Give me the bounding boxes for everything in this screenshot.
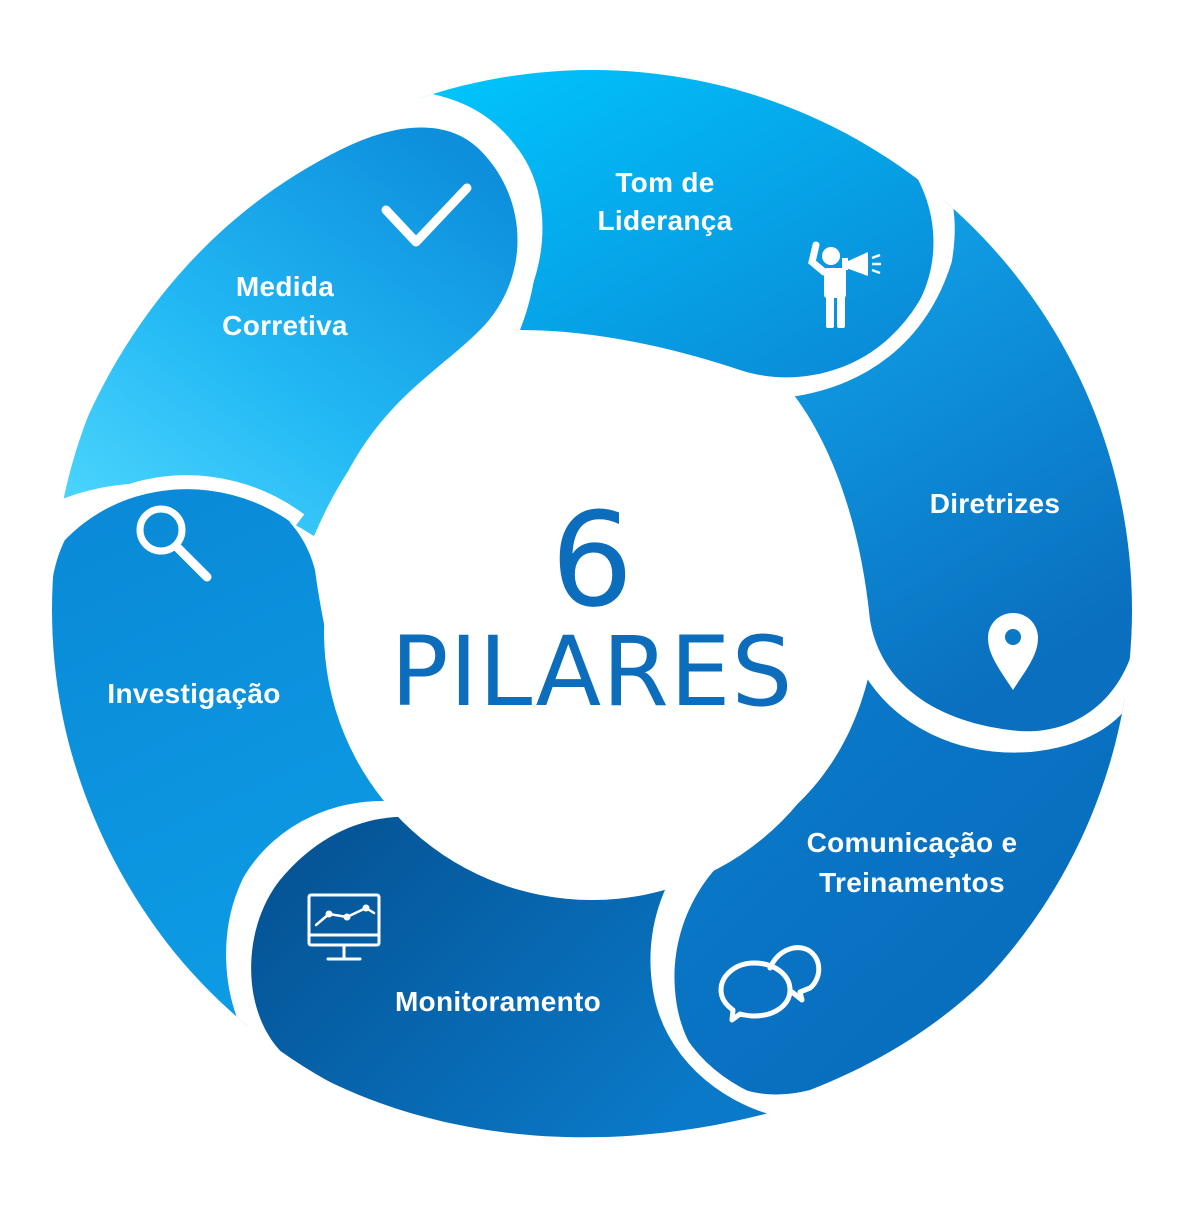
label-monitoramento: Monitoramento	[395, 986, 601, 1017]
label-tom-de-lideranca-line2: Liderança	[598, 205, 733, 236]
label-tom-de-lideranca-line1: Tom de	[615, 167, 714, 198]
monitor-chart-icon	[307, 893, 381, 961]
checkmark-icon	[381, 183, 472, 247]
magnifier-icon	[136, 505, 212, 582]
megaphone-person-icon	[808, 241, 881, 328]
center-word: PILARES	[391, 616, 794, 728]
center-circle	[324, 364, 860, 900]
chat-bubbles-icon	[718, 945, 822, 1023]
label-medida-corretiva-line1: Medida	[236, 271, 334, 302]
segment-dividers	[52, 88, 1132, 1117]
center-number: 6	[551, 484, 634, 636]
label-comunicacao-line2: Treinamentos	[819, 867, 1005, 898]
label-medida-corretiva-line2: Corretiva	[222, 310, 348, 341]
label-investigacao: Investigação	[107, 678, 280, 709]
segment-investigacao	[52, 478, 410, 1030]
segment-medida-corretiva	[52, 127, 518, 560]
label-comunicacao-line1: Comunicação e	[807, 827, 1018, 858]
segment-monitoramento	[251, 816, 780, 1138]
label-diretrizes: Diretrizes	[930, 488, 1061, 519]
segment-tom-de-lideranca	[395, 70, 934, 378]
location-pin-icon	[988, 613, 1038, 690]
